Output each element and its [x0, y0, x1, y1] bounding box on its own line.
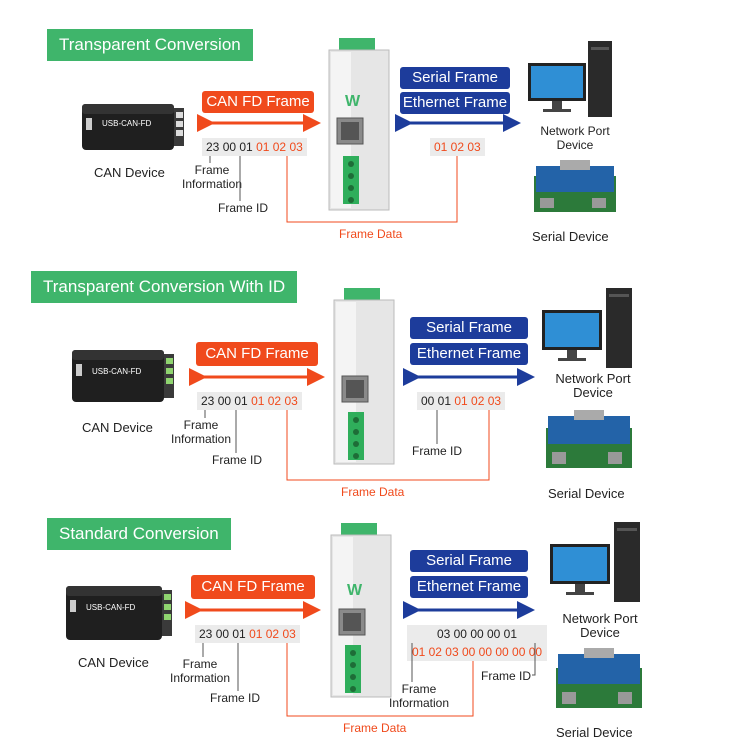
ethernet-frame-tag: Ethernet Frame	[400, 92, 510, 114]
usb-can-label: USB-CAN-FD	[86, 603, 136, 612]
section-title: Transparent Conversion With ID	[31, 271, 298, 303]
can-frame-bytes: 23 00 01 01 02 03	[195, 625, 300, 643]
usb-can-fd-device-icon: USB-CAN-FD	[66, 586, 172, 640]
frame-information-label: Frame Information	[169, 657, 231, 685]
frame-id-label: Frame ID	[212, 453, 263, 467]
section-title: Transparent Conversion	[47, 29, 253, 61]
serial-frame-tag: Serial Frame	[400, 67, 510, 89]
usb-can-label: USB-CAN-FD	[92, 367, 142, 376]
frame-id-bytes: 00 01	[222, 140, 253, 154]
frame-label-connectors	[209, 156, 241, 201]
can-to-ethernet-gateway-icon: W	[328, 38, 390, 211]
frame-data-connector	[286, 156, 458, 223]
frame-information-byte: 23	[201, 394, 215, 408]
can-device-label: CAN Device	[78, 655, 149, 670]
can-fd-frame-tag: CAN FD Frame	[191, 575, 315, 599]
can-frame-bytes: 23 00 01 01 02 03	[202, 138, 307, 156]
serial-device-icon	[556, 648, 642, 708]
network-port-device-label: Network Port Device	[562, 611, 638, 640]
frame-label-connectors	[202, 643, 536, 691]
can-to-ethernet-gateway-icon: W	[330, 523, 392, 698]
frame-id-label: Frame ID	[210, 691, 261, 705]
can-fd-frame-tag: CAN FD Frame	[196, 342, 318, 366]
output-frame-data-bytes: 01 02 03 00 00 00 00 00	[407, 643, 547, 661]
usb-can-fd-device-icon: USB-CAN-FD	[82, 104, 184, 150]
section-title: Standard Conversion	[47, 518, 231, 550]
frame-id-label: Frame ID	[218, 201, 269, 215]
serial-device-icon	[546, 410, 632, 468]
frame-data-bytes: 01 02 03	[251, 394, 298, 408]
output-frame-id-bytes: 00 01	[421, 394, 452, 408]
output-frame-information-label: Frame Information	[388, 682, 450, 710]
frame-information-label: Frame Information	[181, 163, 243, 191]
network-port-device-icon	[528, 41, 612, 117]
serial-device-label: Serial Device	[556, 725, 633, 740]
frame-id-bytes: 00 01	[215, 627, 246, 641]
network-port-device-label: Network Port Device	[540, 124, 610, 152]
serial-frame-tag: Serial Frame	[410, 317, 528, 339]
output-data-bytes: 01 02 03	[434, 140, 481, 154]
frame-information-byte: 23	[206, 140, 220, 154]
output-frame-id-label: Frame ID	[412, 444, 463, 458]
network-port-device-icon	[550, 522, 640, 602]
ethernet-frame-tag: Ethernet Frame	[410, 576, 528, 598]
usb-can-label: USB-CAN-FD	[102, 119, 152, 128]
usb-can-fd-device-icon: USB-CAN-FD	[72, 350, 174, 402]
frame-data-connector	[286, 410, 490, 481]
can-device-label: CAN Device	[94, 165, 165, 180]
network-port-device-icon	[542, 288, 632, 368]
serial-device-label: Serial Device	[548, 486, 625, 501]
frame-information-label: Frame Information	[170, 418, 232, 446]
serial-frame-tag: Serial Frame	[410, 550, 528, 572]
ethernet-frame-tag: Ethernet Frame	[410, 343, 528, 365]
frame-label-connectors	[204, 410, 438, 453]
frame-data-bytes: 01 02 03	[249, 627, 296, 641]
output-header-bytes: 03 00 00 00 01	[436, 627, 518, 641]
frame-data-connector	[286, 643, 474, 717]
output-data-bytes: 01 02 03 00 00 00 00 00	[411, 645, 543, 659]
frame-id-bytes: 00 01	[217, 394, 248, 408]
network-port-device-label: Network Port Device	[555, 371, 631, 400]
frame-data-label: Frame Data	[343, 721, 407, 735]
frame-data-label: Frame Data	[339, 227, 403, 241]
output-frame-header-bytes: 03 00 00 00 01	[407, 625, 547, 643]
output-frame-bytes: 00 01 01 02 03	[417, 392, 506, 410]
gateway-logo: W	[347, 582, 363, 599]
gateway-logo: W	[345, 93, 361, 110]
serial-device-icon	[534, 160, 616, 212]
serial-device-label: Serial Device	[532, 229, 609, 244]
frame-information-byte: 23	[199, 627, 213, 641]
can-device-label: CAN Device	[82, 420, 153, 435]
output-data-bytes: 01 02 03	[454, 394, 502, 408]
can-fd-frame-tag: CAN FD Frame	[202, 91, 314, 113]
frame-data-bytes: 01 02 03	[256, 140, 303, 154]
frame-data-label: Frame Data	[341, 485, 405, 499]
can-frame-bytes: 23 00 01 01 02 03	[197, 392, 302, 410]
output-frame-id-label: Frame ID	[481, 669, 532, 683]
output-frame-bytes: 01 02 03	[430, 138, 485, 156]
can-to-ethernet-gateway-icon	[333, 288, 395, 465]
